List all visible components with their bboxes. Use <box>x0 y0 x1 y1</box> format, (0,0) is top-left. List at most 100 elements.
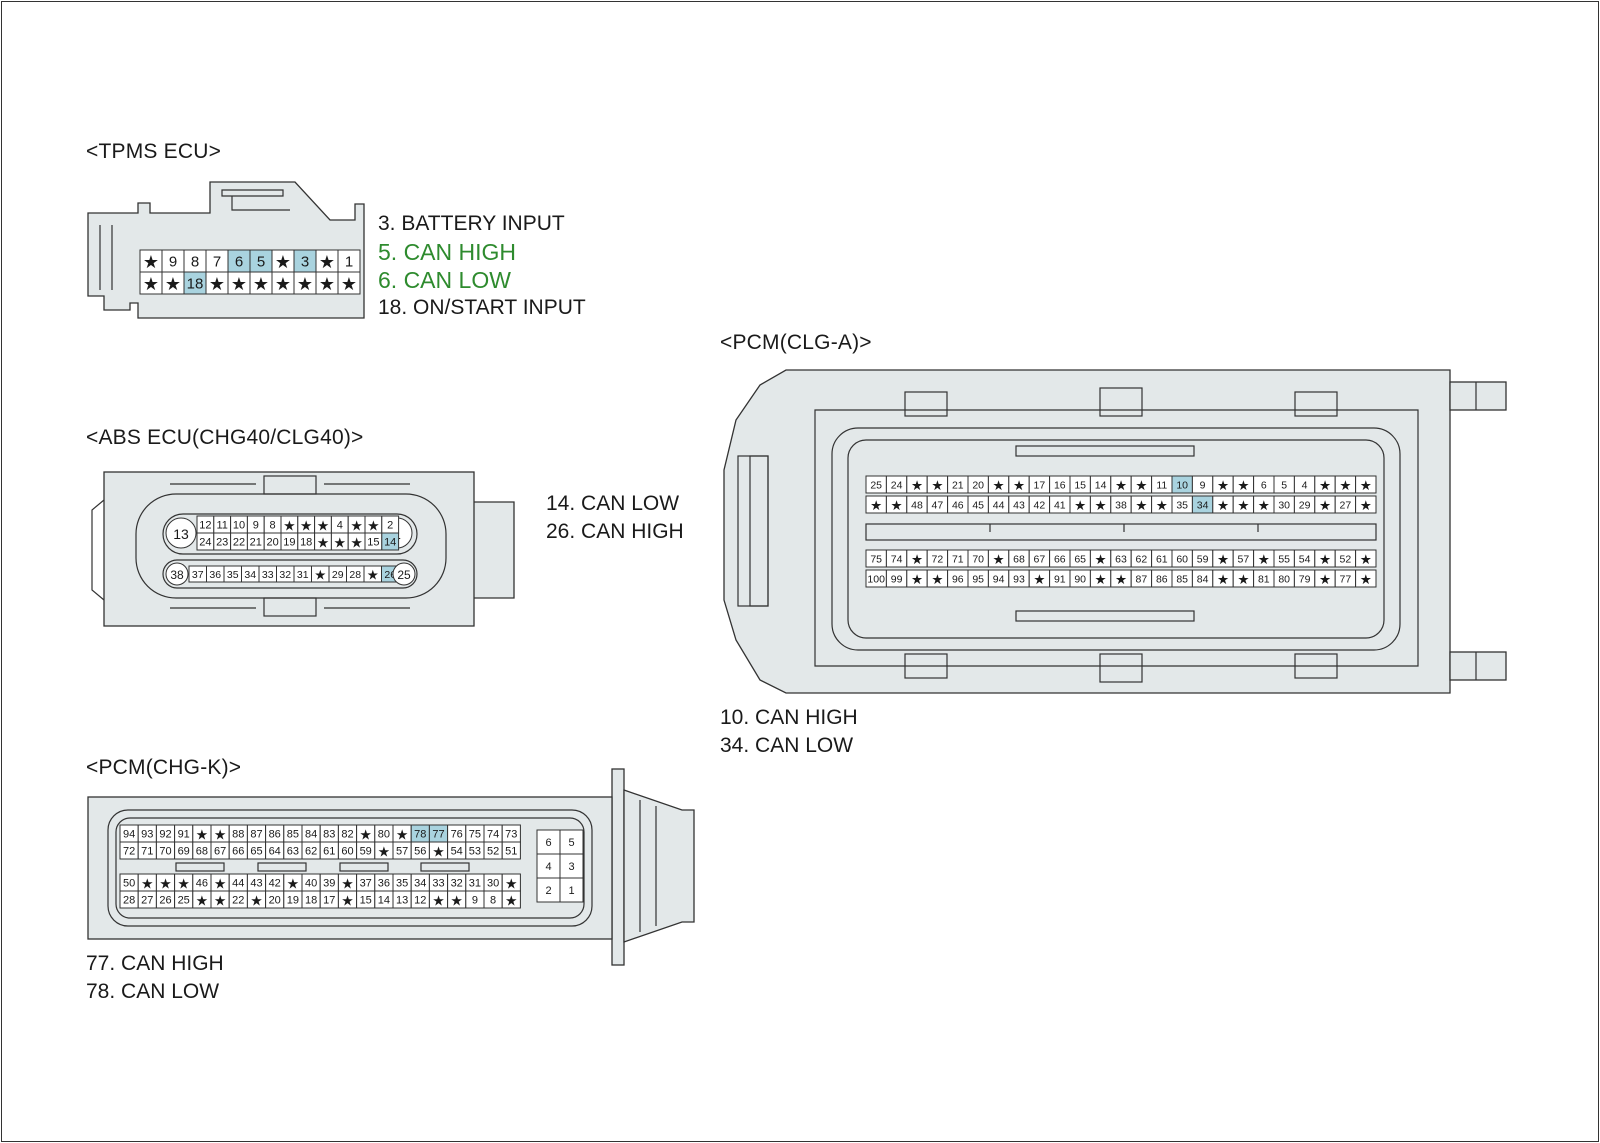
pcm-chg-k-pin-label: 92 <box>159 829 171 841</box>
pcm-chg-k-pin-label: ★ <box>141 876 154 892</box>
pcm-clg-a-pin-label: ★ <box>1033 572 1045 587</box>
pcm-chg-k-pin-label: 85 <box>287 829 299 841</box>
pcm-clg-a-pin-label: ★ <box>993 478 1005 493</box>
pcm-chg-k-pin-label: 19 <box>287 895 299 907</box>
pcm-chg-k-pin-label: 83 <box>323 829 335 841</box>
pcm-clg-a-pin-label: 93 <box>1013 574 1025 586</box>
pcm-clg-a-pin-label: 81 <box>1258 574 1270 586</box>
tpms-pin-label: 3 <box>301 254 309 271</box>
abs-pin-label: ★ <box>367 568 379 583</box>
abs-pin-label: ★ <box>367 518 380 534</box>
pcm-clg-a-pin-label: ★ <box>911 572 923 587</box>
pcm-clg-a-pin-label: 94 <box>993 574 1005 586</box>
abs-pin-label: 25 <box>397 568 411 582</box>
pcm-clg-a-pin-10: 10. CAN HIGH <box>720 706 858 729</box>
abs-pin-label: ★ <box>350 535 363 551</box>
pcm-clg-a-pin-label: 96 <box>952 574 964 586</box>
pcm-chg-k-pin-label: ★ <box>214 893 227 909</box>
abs-pin-label: 38 <box>170 568 184 582</box>
pcm-chg-k-pin-label: 53 <box>469 846 481 858</box>
pcm-clg-a-pin-label: 27 <box>1340 500 1352 512</box>
pcm-chg-k-pin-label: ★ <box>432 844 445 860</box>
tpms-pin-label: ★ <box>165 274 181 294</box>
pcm-clg-a-pin-label: 34 <box>1197 500 1209 512</box>
pcm-clg-a-pin-label: ★ <box>1074 498 1086 513</box>
pcm-clg-a-pin-label: ★ <box>1115 478 1127 493</box>
pcm-clg-a-pin-label: 71 <box>952 554 964 566</box>
pcm-clg-a-pin-label: 48 <box>911 500 923 512</box>
abs-pin-label: 36 <box>209 569 221 581</box>
pcm-chg-k-pin-label: 4 <box>545 861 551 873</box>
pcm-chg-k-pin-label: 63 <box>287 846 299 858</box>
abs-pin-label: 20 <box>266 537 278 549</box>
pcm-clg-a-pin-label: ★ <box>1360 572 1372 587</box>
pcm-chg-k-pin-label: 73 <box>505 829 517 841</box>
pcm-chg-k-pin-label: 56 <box>414 846 426 858</box>
pcm-chg-k-pin-label: 62 <box>305 846 317 858</box>
pcm-chg-k-pin-label: 66 <box>232 846 244 858</box>
pcm-clg-a-pin-label: ★ <box>931 572 943 587</box>
pcm-chg-k-housing <box>87 768 695 966</box>
abs-pin-label: 23 <box>216 537 228 549</box>
abs-pin-label: 4 <box>337 520 343 532</box>
pcm-clg-a-pin-label: ★ <box>891 498 903 513</box>
pcm-chg-k-pin-label: 82 <box>341 829 353 841</box>
pcm-clg-a-pin-label: 65 <box>1074 554 1086 566</box>
pcm-chg-k-pin-label: 71 <box>141 846 153 858</box>
tpms-pin-label: 18 <box>187 276 204 293</box>
pcm-clg-a-pin-cell <box>1355 549 1377 568</box>
pcm-clg-a-pin-label: 29 <box>1299 500 1311 512</box>
pcm-clg-a-pin-label: 16 <box>1054 480 1066 492</box>
tpms-pin-label: ★ <box>275 252 291 272</box>
pcm-chg-k-pin-label: 61 <box>323 846 335 858</box>
pcm-chg-k-pin-label: 18 <box>305 895 317 907</box>
pcm-clg-a-pin-label: 24 <box>891 480 903 492</box>
pcm-clg-a-pin-label: ★ <box>1258 552 1270 567</box>
pcm-chg-k-pin-label: 25 <box>178 895 190 907</box>
abs-pin-label: ★ <box>317 518 330 534</box>
pcm-chg-k-pin-label: 76 <box>451 829 463 841</box>
abs-pin-cell <box>392 562 416 586</box>
tpms-pin-label: 7 <box>213 254 221 271</box>
pcm-clg-a-pin-label: 66 <box>1054 554 1066 566</box>
pcm-chg-k-pin-label: ★ <box>505 876 518 892</box>
abs-pin-label: 32 <box>279 569 291 581</box>
abs-pin-cell <box>381 532 400 551</box>
abs-pin-label: 2 <box>387 520 393 532</box>
pcm-clg-a-pin-label: 75 <box>870 554 882 566</box>
abs-pin-label: 33 <box>262 569 274 581</box>
abs-pin-label: 8 <box>270 520 276 532</box>
pcm-chg-k-pin-label: 84 <box>305 829 317 841</box>
pcm-clg-a-pin-label: 59 <box>1197 554 1209 566</box>
pcm-chg-k-pin-label: 59 <box>360 846 372 858</box>
pcm-clg-a-pin-cell <box>1355 495 1377 514</box>
pcm-chg-k-pin-label: 14 <box>378 895 390 907</box>
pcm-chg-k-pin-label: 57 <box>396 846 408 858</box>
pcm-chg-k-pin-label: ★ <box>396 827 409 843</box>
pcm-clg-a-pin-label: ★ <box>1237 572 1249 587</box>
pcm-clg-a-pin-label: 99 <box>891 574 903 586</box>
pcm-chg-k-pin-label: 9 <box>472 895 478 907</box>
pcm-chg-k-pin-label: ★ <box>341 893 354 909</box>
abs-pin-label: 9 <box>253 520 259 532</box>
tpms-pin-label: ★ <box>253 274 269 294</box>
pcm-chg-k-pin-label: 13 <box>396 895 408 907</box>
pcm-chg-k-pin-label: ★ <box>214 827 227 843</box>
pcm-chg-k-pin-legend: 77. CAN HIGH 78. CAN LOW <box>86 950 224 1006</box>
pcm-clg-a-pin-label: 63 <box>1115 554 1127 566</box>
pcm-clg-a-pin-label: 68 <box>1013 554 1025 566</box>
tpms-pin-label: ★ <box>209 274 225 294</box>
pcm-chg-k-pin-label: ★ <box>196 893 209 909</box>
pcm-clg-a-pin-label: 30 <box>1278 500 1290 512</box>
tpms-pin-5: 5. CAN HIGH <box>378 239 517 265</box>
abs-pin-label: ★ <box>283 518 296 534</box>
abs-pin-label: 22 <box>233 537 245 549</box>
pcm-chg-k-pin-label: 39 <box>323 878 335 890</box>
abs-pin-label: ★ <box>350 518 363 534</box>
pcm-clg-a-pin-34: 34. CAN LOW <box>720 734 854 757</box>
abs-pin-label: 14 <box>384 537 396 549</box>
abs-pin-14: 14. CAN LOW <box>546 492 680 515</box>
abs-pin-label: ★ <box>300 518 313 534</box>
